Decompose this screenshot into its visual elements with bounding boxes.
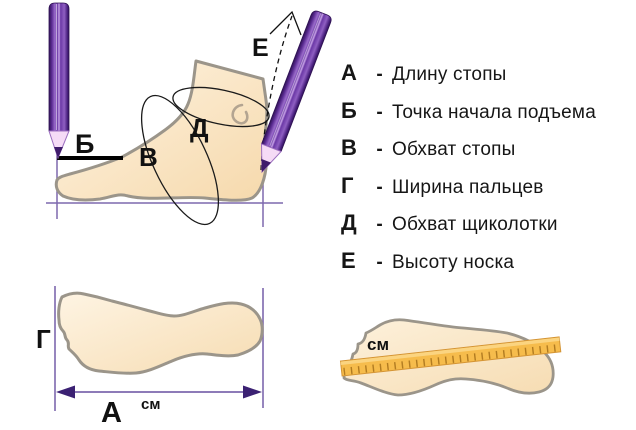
legend-text: Обхват щиколотки — [392, 214, 558, 236]
ruler-icon — [339, 336, 562, 377]
legend-item: Е - Высоту носка — [341, 248, 636, 286]
legend-text: Ширина пальцев — [392, 176, 544, 198]
legend-letter: Д — [341, 210, 357, 236]
legend-dash: - — [376, 64, 383, 85]
legend-text: Точка начала подъема — [392, 101, 596, 123]
label-toe-height: Е — [252, 34, 269, 62]
legend-text: Обхват стопы — [392, 139, 516, 161]
ankle-bone-mark — [231, 103, 249, 125]
foot-circumference-ellipse — [140, 94, 220, 226]
ankle-circumference-ellipse — [172, 86, 270, 128]
legend-dash: - — [376, 251, 383, 273]
legend-letter: Г — [341, 172, 354, 198]
legend-dash: - — [376, 176, 383, 198]
side-view-diagram: Б В Д Е — [46, 2, 332, 227]
legend-item: Д - Обхват щиколотки — [341, 210, 636, 248]
legend-item: В - Обхват стопы — [341, 135, 636, 173]
legend-dash: - — [376, 214, 383, 236]
pencil-icon — [48, 2, 70, 160]
legend-item: Б - Точка начала подъема — [341, 98, 636, 136]
ruler-ticks — [342, 337, 559, 376]
label-ankle-girth: Д — [190, 113, 209, 143]
legend-item: Г - Ширина пальцев — [341, 173, 636, 211]
legend-text: Длину стопы — [392, 64, 507, 85]
toe-height-arrow — [260, 15, 293, 171]
footprint-dimension-diagram: Г А см — [36, 286, 264, 429]
legend-dash: - — [376, 139, 383, 161]
label-foot-length: А — [101, 397, 122, 429]
legend-letter: А — [341, 60, 357, 85]
label-foot-girth: В — [139, 142, 158, 172]
legend-dash: - — [376, 101, 383, 123]
legend-text: Высоту носка — [392, 251, 515, 273]
pencil-icon — [260, 10, 332, 174]
unit-label: см — [141, 396, 160, 413]
toe-height-arrowhead — [269, 10, 302, 36]
legend-letter: Е — [341, 247, 356, 273]
footprint-shape — [57, 291, 264, 375]
arrowhead-right — [243, 385, 262, 399]
arrowhead-left — [56, 385, 75, 399]
footprint-ruler-diagram: см — [339, 318, 562, 397]
legend-item: А - Длину стопы — [341, 60, 636, 98]
legend-letter: В — [341, 135, 357, 161]
legend: А - Длину стопы Б - Точка начала подъема… — [341, 60, 636, 286]
unit-label: см — [367, 335, 389, 354]
label-toe-width: Г — [36, 324, 51, 354]
legend-letter: Б — [341, 97, 357, 123]
label-rise-point: Б — [75, 129, 94, 159]
